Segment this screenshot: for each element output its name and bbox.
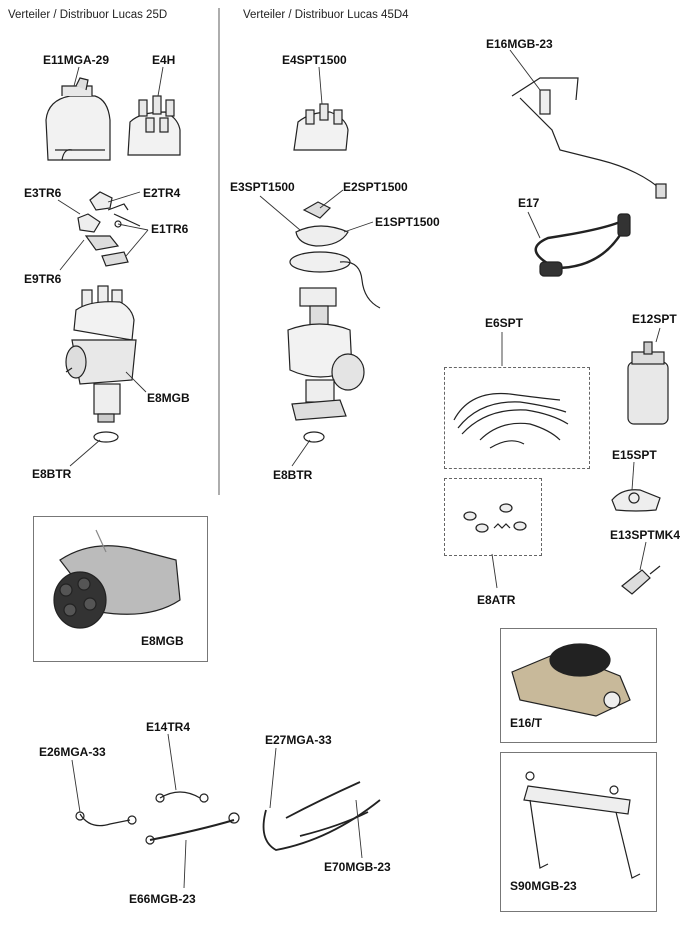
springs-e8atr-drawing — [463, 503, 527, 533]
e6spt-group-frame — [444, 367, 590, 469]
label-e26mga33: E26MGA-33 — [39, 745, 106, 759]
label-e12spt: E12SPT — [632, 312, 677, 326]
middle-section-header: Verteiler / Distribuor Lucas 45D4 — [243, 9, 409, 21]
distributor-e8mgb-drawing — [65, 285, 137, 443]
coil-e12spt-drawing — [627, 341, 669, 425]
s90mgb23-frame — [500, 752, 657, 912]
label-e8btr-left: E8BTR — [32, 467, 72, 481]
e16t-photo-drawing — [511, 643, 631, 717]
label-e17: E17 — [518, 196, 540, 210]
label-e1tr6: E1TR6 — [151, 222, 189, 236]
label-e8mgb-photo: E8MGB — [141, 634, 184, 648]
e8atr-group-frame — [444, 478, 542, 556]
lead-e26mga33-drawing — [75, 811, 137, 827]
cap-e11mga29-drawing — [45, 77, 111, 161]
label-e2spt1500: E2SPT1500 — [343, 180, 408, 194]
label-e66mgb23: E66MGB-23 — [129, 892, 196, 906]
label-e8mgb: E8MGB — [147, 391, 190, 405]
label-e2tr4: E2TR4 — [143, 186, 181, 200]
lead-e66mgb23-drawing — [145, 812, 240, 845]
leader-lines — [57, 49, 661, 889]
contact-set-drawing — [77, 191, 141, 267]
label-e9tr6: E9TR6 — [24, 272, 62, 286]
clamp-e15spt-drawing — [611, 489, 661, 512]
label-e4h: E4H — [152, 53, 176, 67]
lead-e17-drawing — [534, 213, 631, 277]
e8mgb-photo-drawing — [53, 529, 181, 629]
lead-e16mgb23-drawing — [511, 77, 667, 199]
distributor-45d4-drawing — [287, 201, 381, 443]
label-e4spt1500: E4SPT1500 — [282, 53, 347, 67]
label-e16mgb23: E16MGB-23 — [486, 37, 553, 51]
label-e14tr4: E14TR4 — [146, 720, 191, 734]
plug-e13sptmk4-drawing — [621, 565, 661, 595]
label-e8atr: E8ATR — [477, 593, 516, 607]
label-e3tr6: E3TR6 — [24, 186, 62, 200]
lead-e14tr4-drawing — [155, 791, 209, 803]
label-e27mga33: E27MGA-33 — [265, 733, 332, 747]
left-section-header: Verteiler / Distribuor Lucas 25D — [8, 9, 168, 21]
cap-e4spt1500-drawing — [293, 103, 349, 151]
label-e70mgb23: E70MGB-23 — [324, 860, 391, 874]
label-e6spt: E6SPT — [485, 316, 524, 330]
cap-e4h-drawing — [127, 95, 181, 156]
label-e1spt1500: E1SPT1500 — [375, 215, 440, 229]
leads-e6spt-drawing — [453, 392, 569, 449]
label-e8btr-middle: E8BTR — [273, 468, 313, 482]
label-e3spt1500: E3SPT1500 — [230, 180, 295, 194]
label-e15spt: E15SPT — [612, 448, 657, 462]
label-e13sptmk4: E13SPTMK4 — [610, 528, 681, 542]
bracket-s90mgb23-drawing — [523, 771, 641, 879]
label-e16t: E16/T — [510, 716, 543, 730]
label-s90mgb23: S90MGB-23 — [510, 879, 577, 893]
lead-e27mga33-drawing — [262, 781, 381, 851]
label-e11mga29: E11MGA-29 — [43, 53, 110, 67]
